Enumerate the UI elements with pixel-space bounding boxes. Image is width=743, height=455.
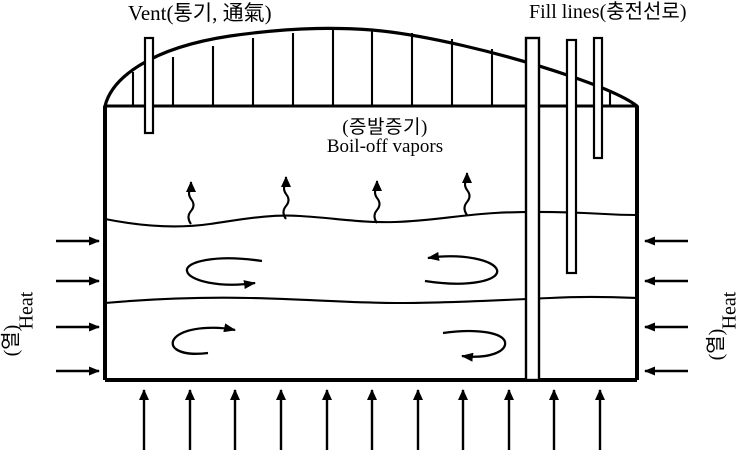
- liquid-surface: [104, 210, 638, 228]
- boil-off-label-ko: (증발증기): [342, 117, 428, 138]
- boil-off-label-group: (증발증기) Boil-off vapors: [300, 118, 470, 157]
- vent-pipe: [143, 36, 155, 135]
- circulation-loops-upper: [185, 251, 499, 290]
- fill-lines-label: Fill lines(충전선로): [529, 1, 687, 23]
- fill-line-short: [592, 36, 604, 160]
- heat-arrows-right: [644, 236, 688, 376]
- fill-line-long: [524, 36, 541, 382]
- heat-label-right-ko: (열): [705, 328, 728, 361]
- vent-label: Vent(통기, 通氣): [128, 1, 272, 25]
- tank-shell: [103, 106, 639, 382]
- heat-arrows-bottom: [139, 389, 605, 450]
- heat-arrows-left: [56, 236, 100, 376]
- boil-off-arrows: [186, 172, 472, 225]
- fill-lines: [524, 36, 604, 382]
- boil-off-label-en: Boil-off vapors: [326, 135, 444, 157]
- layer-interface: [104, 295, 638, 305]
- heat-label-left-ko: (열): [0, 324, 23, 357]
- tank-roof: [103, 26, 639, 108]
- circulation-loops-lower: [171, 323, 507, 362]
- fill-line-mid: [565, 38, 578, 275]
